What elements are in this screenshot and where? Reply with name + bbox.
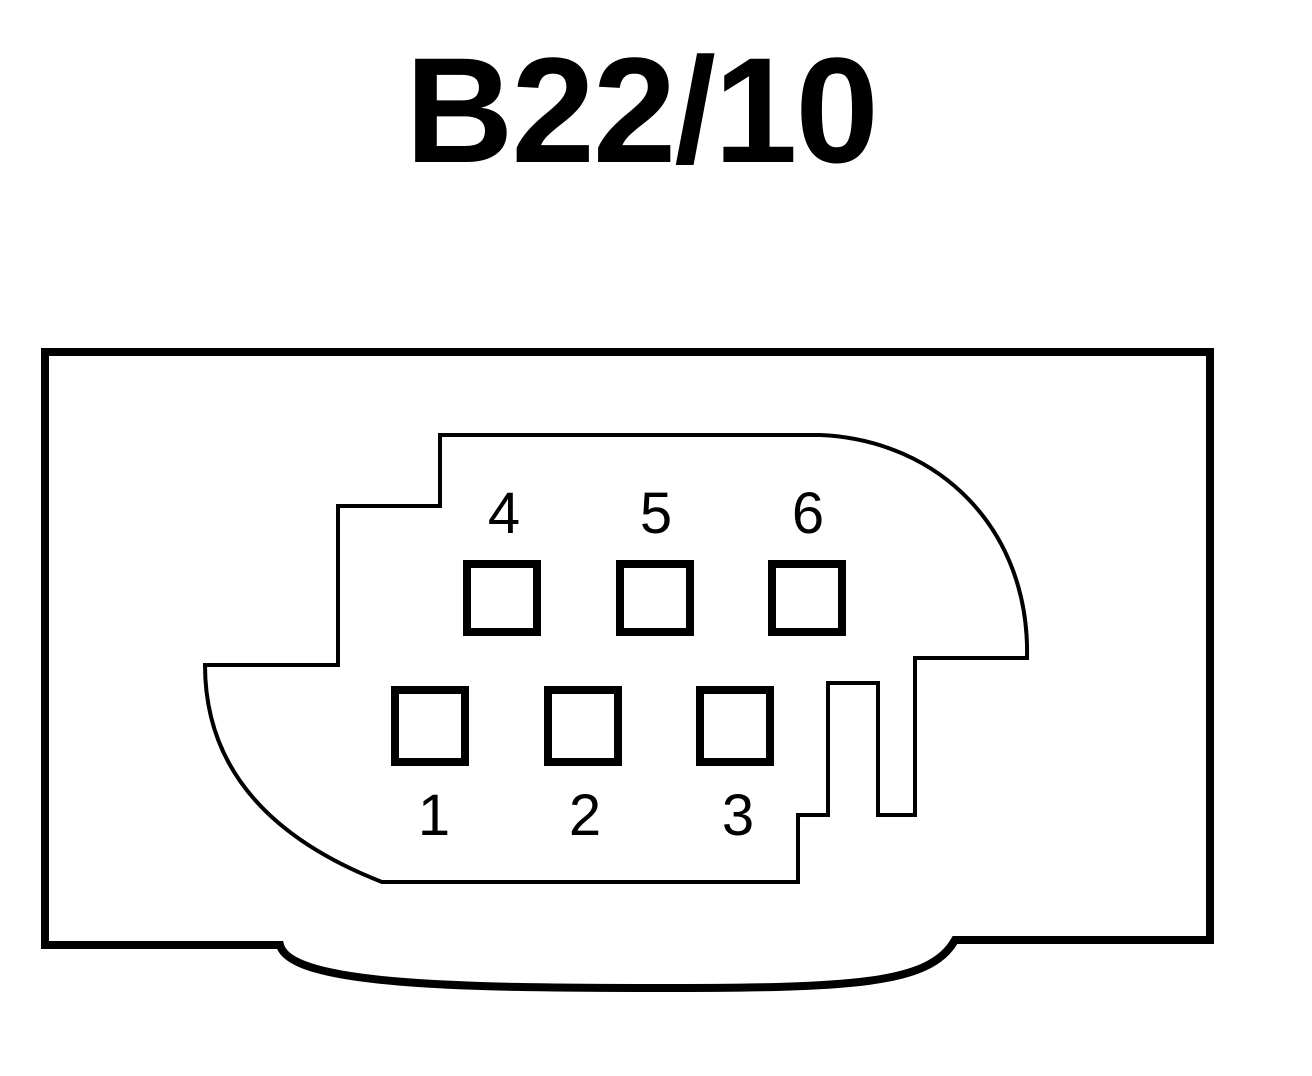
pin-label-5: 5 bbox=[640, 481, 672, 546]
pin-1-contact bbox=[391, 686, 469, 766]
pin-5-contact bbox=[616, 560, 694, 636]
pin-4-contact bbox=[463, 560, 541, 636]
connector-cavity bbox=[202, 433, 1030, 884]
pin-3-contact bbox=[696, 686, 774, 766]
pin-label-6: 6 bbox=[792, 481, 824, 546]
pin-label-4: 4 bbox=[488, 481, 520, 546]
pin-label-1: 1 bbox=[418, 783, 450, 848]
connector-housing bbox=[41, 348, 1214, 993]
pin-label-3: 3 bbox=[722, 783, 754, 848]
pin-label-2: 2 bbox=[569, 783, 601, 848]
pin-6-contact bbox=[768, 560, 846, 636]
pin-2-contact bbox=[544, 686, 622, 766]
connector-title: B22/10 bbox=[405, 26, 879, 194]
